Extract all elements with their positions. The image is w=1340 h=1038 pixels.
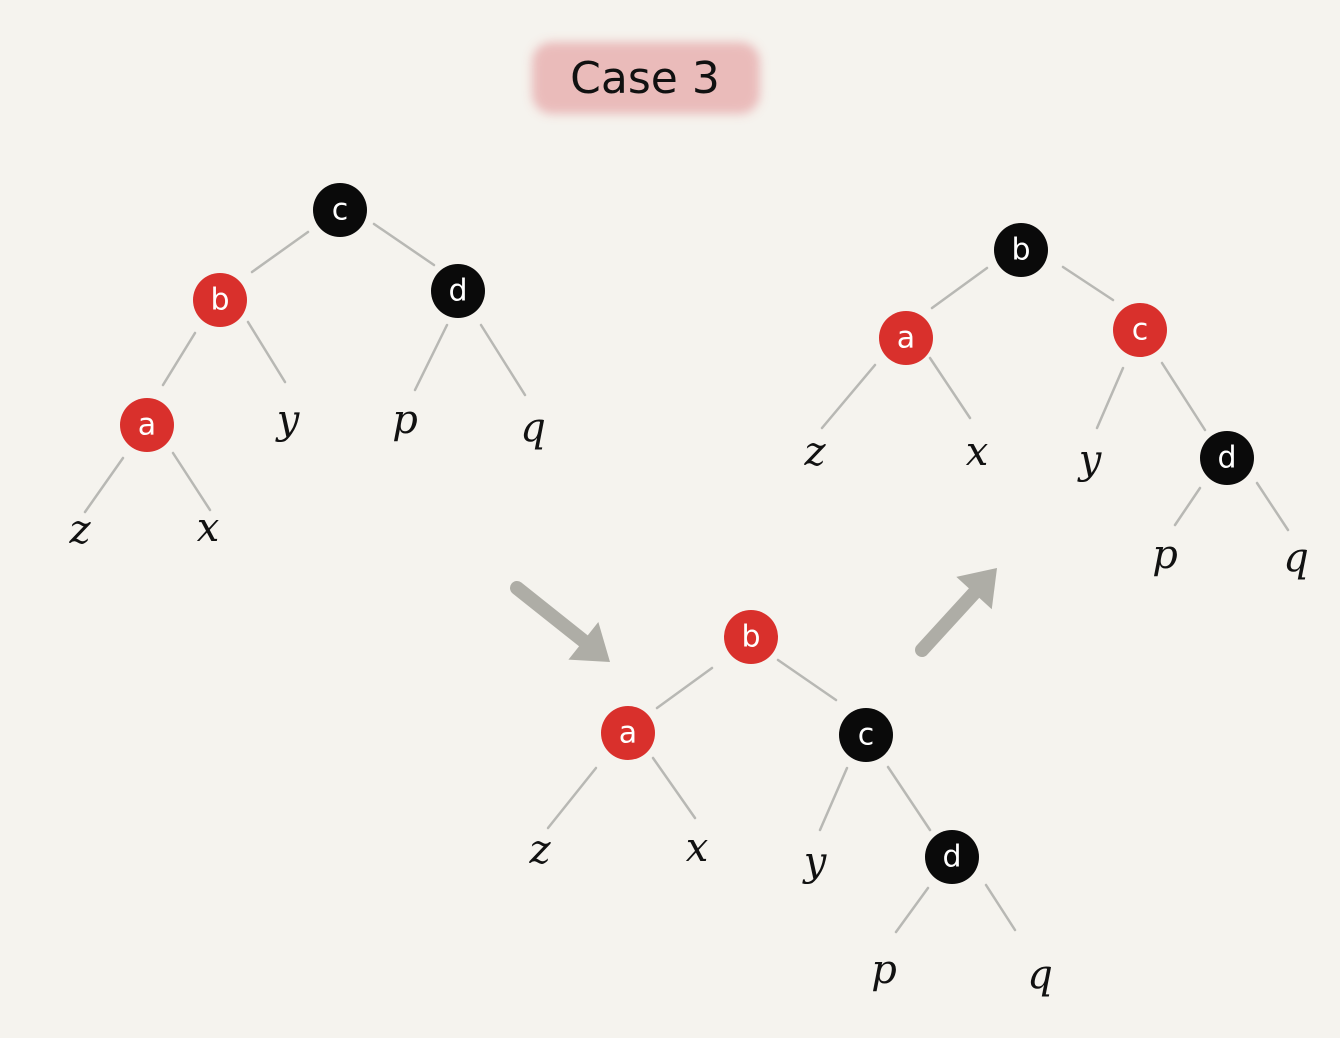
node-circle (601, 706, 655, 760)
leaf-subtree-p: p (871, 947, 897, 993)
node-b-red: b (193, 273, 247, 327)
node-label: d (1217, 441, 1236, 476)
title: Case 3 (570, 53, 720, 104)
node-circle (1113, 303, 1167, 357)
node-label: d (448, 274, 467, 309)
tree-edge (928, 356, 972, 420)
leaf-subtree-x: x (686, 825, 709, 871)
node-label: a (897, 321, 915, 356)
node-circle (879, 311, 933, 365)
leaf-subtree-z: z (68, 507, 91, 553)
node-label: a (138, 408, 156, 443)
title-banner: Case 3 (532, 42, 760, 114)
node-label: b (1011, 233, 1030, 268)
node-c-black: c (313, 183, 367, 237)
node-circle (724, 610, 778, 664)
node-label: b (741, 620, 760, 655)
tree-edge (818, 766, 849, 832)
tree-edge (894, 886, 930, 934)
leaf-subtree-y: y (802, 839, 828, 885)
node-label: c (332, 193, 349, 228)
node-a-red: a (601, 706, 655, 760)
arrow-right-down-icon (510, 581, 610, 662)
node-circle (1200, 431, 1254, 485)
tree-edge (250, 230, 310, 274)
leaf-subtree-y: y (1077, 437, 1103, 483)
tree-edge (171, 451, 212, 512)
node-c-black: c (839, 708, 893, 762)
node-a-red: a (879, 311, 933, 365)
tree-edge (413, 323, 449, 392)
arrow-right-up-icon (915, 568, 997, 657)
node-label: c (858, 718, 875, 753)
leaf-subtree-x: x (197, 505, 220, 551)
node-circle (120, 398, 174, 452)
leaf-subtree-y: y (275, 397, 301, 443)
node-label: a (619, 716, 637, 751)
tree-edge (1061, 265, 1115, 302)
tree-edge (161, 331, 197, 387)
leaf-subtree-p: p (1152, 532, 1178, 578)
tree-edge (651, 756, 697, 820)
leaf-subtree-z: z (528, 827, 551, 873)
tree-before: c b d a y p q z x (68, 183, 546, 553)
node-label: c (1132, 313, 1149, 348)
tree-edge (83, 456, 125, 514)
tree-edge (776, 658, 838, 702)
tree-edge (984, 883, 1017, 932)
node-circle (313, 183, 367, 237)
node-label: b (210, 283, 229, 318)
node-circle (431, 264, 485, 318)
leaf-subtree-q: q (1027, 952, 1053, 998)
tree-edge (1173, 486, 1202, 527)
node-b-black: b (994, 223, 1048, 277)
node-circle (839, 708, 893, 762)
tree-after: b a c d z x y p q (803, 223, 1309, 581)
tree-edge (1160, 361, 1207, 432)
leaf-subtree-p: p (392, 397, 418, 443)
tree-intermediate: b a c d z x y p q (528, 610, 1053, 998)
node-circle (193, 273, 247, 327)
tree-edge (1255, 481, 1290, 532)
leaf-subtree-q: q (1283, 535, 1309, 581)
tree-edge (246, 320, 287, 384)
node-d-black: d (925, 830, 979, 884)
node-a-red: a (120, 398, 174, 452)
node-d-black: d (431, 264, 485, 318)
leaf-subtree-x: x (966, 429, 989, 475)
node-d-black: d (1200, 431, 1254, 485)
node-b-red: b (724, 610, 778, 664)
tree-edge (479, 323, 527, 397)
node-circle (925, 830, 979, 884)
node-circle (994, 223, 1048, 277)
tree-edge (655, 666, 714, 710)
leaf-subtree-z: z (803, 429, 826, 475)
tree-edge (1095, 366, 1125, 430)
leaf-subtree-q: q (520, 405, 546, 451)
tree-edge (820, 363, 877, 430)
tree-edge (546, 766, 598, 830)
transition-arrows (510, 568, 997, 662)
tree-edge (372, 222, 436, 267)
tree-edge (930, 266, 989, 310)
node-label: d (942, 840, 961, 875)
node-c-red: c (1113, 303, 1167, 357)
tree-edge (886, 765, 932, 832)
